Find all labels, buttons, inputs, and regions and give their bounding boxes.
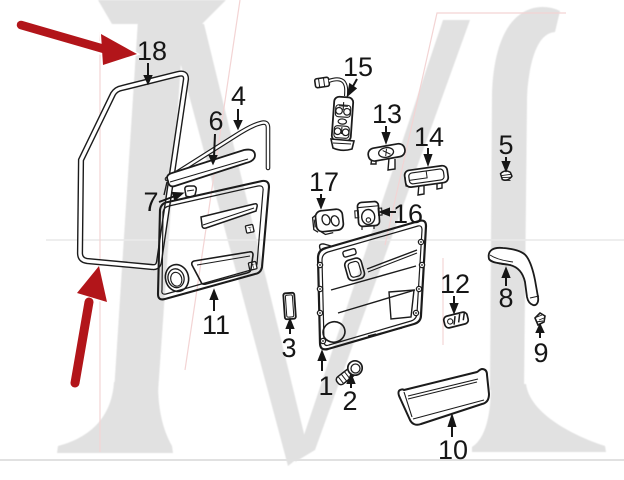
svg-text:T: T (248, 226, 253, 234)
svg-text:5: 5 (498, 130, 513, 160)
svg-text:7: 7 (143, 187, 158, 217)
svg-text:2: 2 (342, 386, 357, 416)
svg-text:15: 15 (343, 52, 373, 82)
svg-text:10: 10 (438, 435, 468, 465)
svg-text:1: 1 (318, 371, 333, 401)
svg-text:17: 17 (309, 167, 339, 197)
svg-text:13: 13 (372, 99, 402, 129)
svg-text:14: 14 (414, 122, 444, 152)
svg-text:9: 9 (533, 338, 548, 368)
svg-text:18: 18 (137, 36, 167, 66)
svg-text:11: 11 (202, 310, 230, 340)
svg-text:4: 4 (231, 81, 246, 111)
svg-text:T: T (251, 263, 256, 271)
svg-text:16: 16 (393, 199, 423, 229)
svg-text:8: 8 (498, 283, 513, 313)
svg-text:12: 12 (440, 269, 470, 299)
svg-text:6: 6 (208, 106, 223, 136)
svg-text:3: 3 (281, 333, 296, 363)
